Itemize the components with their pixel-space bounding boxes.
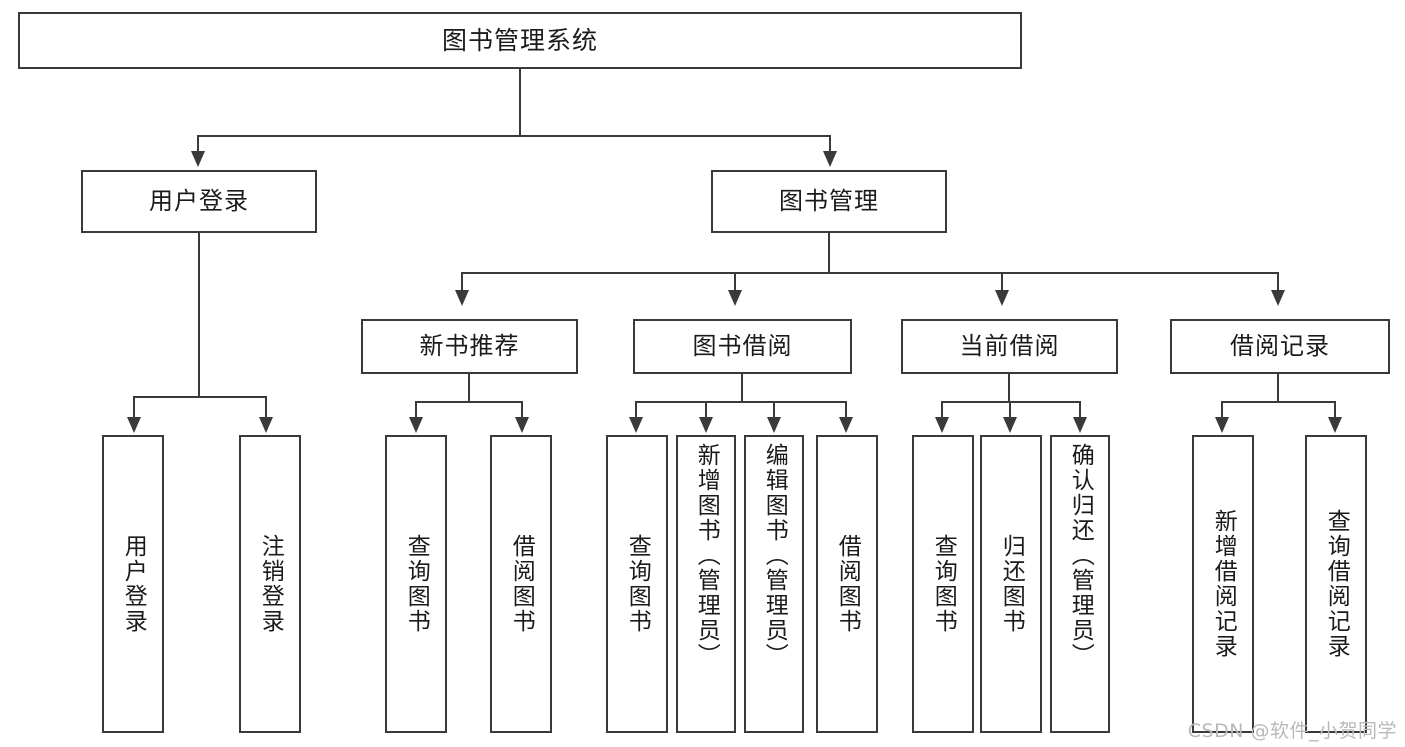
connector-root-to-user-login [197, 135, 199, 153]
node-borrow-record[interactable]: 借阅记录 [1170, 319, 1390, 374]
connector-book-borrow-drop-3 [773, 401, 775, 419]
connector-borrow-record-stem [1277, 374, 1279, 403]
arrowhead-leaf-user-login [127, 417, 141, 433]
node-label: 编辑图书（管理员） [761, 443, 788, 668]
arrowhead-new-book-recommend [455, 290, 469, 306]
node-label: 确认归还（管理员） [1067, 443, 1094, 668]
node-label: 查询图书 [624, 534, 651, 634]
connector-new-book-drop-2 [521, 401, 523, 419]
node-leaf-query-book-3[interactable]: 查询图书 [912, 435, 974, 733]
connector-bm-to-new-book [461, 272, 463, 292]
node-current-borrow[interactable]: 当前借阅 [901, 319, 1118, 374]
connector-user-login-left-drop [133, 396, 135, 419]
arrowhead-leaf-query-book-3 [935, 417, 949, 433]
connector-borrow-record-drop-1 [1221, 401, 1223, 419]
connector-bm-to-book-borrow [734, 272, 736, 292]
arrowhead-leaf-query-book-2 [629, 417, 643, 433]
arrowhead-borrow-record [1271, 290, 1285, 306]
node-new-book-recommend[interactable]: 新书推荐 [361, 319, 578, 374]
connector-root-to-book-management [829, 135, 831, 153]
connector-current-borrow-drop-1 [941, 401, 943, 419]
arrowhead-leaf-query-book-1 [409, 417, 423, 433]
arrowhead-leaf-edit-book [767, 417, 781, 433]
node-label: 用户登录 [120, 534, 147, 634]
node-label: 新增借阅记录 [1210, 509, 1237, 659]
arrowhead-leaf-add-record [1215, 417, 1229, 433]
connector-new-book-drop-1 [415, 401, 417, 419]
csdn-watermark: CSDN @软件_小贺同学 [1187, 720, 1397, 742]
connector-bm-to-borrow-record [1277, 272, 1279, 292]
node-user-login[interactable]: 用户登录 [81, 170, 317, 233]
node-book-management[interactable]: 图书管理 [711, 170, 947, 233]
node-label: 图书管理 [779, 187, 879, 216]
node-leaf-query-book-2[interactable]: 查询图书 [606, 435, 668, 733]
connector-borrow-record-bus [1221, 401, 1335, 403]
connector-new-book-stem [468, 374, 470, 403]
arrowhead-leaf-borrow-book-1 [515, 417, 529, 433]
connector-book-borrow-stem [741, 374, 743, 403]
node-leaf-borrow-book-2[interactable]: 借阅图书 [816, 435, 878, 733]
node-book-borrow[interactable]: 图书借阅 [633, 319, 852, 374]
connector-user-login-bus [133, 396, 267, 398]
connector-book-management-bus [461, 272, 1279, 274]
connector-bm-to-current-borrow [1001, 272, 1003, 292]
arrowhead-leaf-return-book [1003, 417, 1017, 433]
connector-root-stem [519, 69, 521, 136]
node-leaf-return-book[interactable]: 归还图书 [980, 435, 1042, 733]
arrowhead-leaf-logout-login [259, 417, 273, 433]
node-label: 注销登录 [257, 534, 284, 634]
node-leaf-borrow-book-1[interactable]: 借阅图书 [490, 435, 552, 733]
arrowhead-book-management [823, 151, 837, 167]
connector-root-bus [197, 135, 831, 137]
node-leaf-query-record[interactable]: 查询借阅记录 [1305, 435, 1367, 733]
node-label: 图书借阅 [692, 332, 793, 361]
connector-current-borrow-drop-3 [1079, 401, 1081, 419]
node-label: 查询图书 [930, 534, 957, 634]
node-leaf-add-record[interactable]: 新增借阅记录 [1192, 435, 1254, 733]
node-leaf-confirm-return[interactable]: 确认归还（管理员） [1050, 435, 1110, 733]
node-book-management-system[interactable]: 图书管理系统 [18, 12, 1022, 69]
node-label: 借阅图书 [508, 534, 535, 634]
connector-book-management-stem [828, 233, 830, 274]
connector-book-borrow-drop-4 [845, 401, 847, 419]
node-label: 新书推荐 [419, 332, 520, 361]
node-label: 查询借阅记录 [1323, 509, 1350, 659]
node-label: 查询图书 [403, 534, 430, 634]
node-label: 新增图书（管理员） [693, 443, 720, 668]
arrowhead-current-borrow [995, 290, 1009, 306]
connector-borrow-record-drop-2 [1334, 401, 1336, 419]
arrowhead-leaf-query-record [1328, 417, 1342, 433]
node-label: 当前借阅 [959, 332, 1060, 361]
connector-book-borrow-drop-1 [635, 401, 637, 419]
node-leaf-edit-book[interactable]: 编辑图书（管理员） [744, 435, 804, 733]
node-label: 图书管理系统 [441, 25, 598, 55]
connector-book-borrow-bus [635, 401, 847, 403]
connector-new-book-bus [415, 401, 522, 403]
node-label: 用户登录 [149, 187, 249, 216]
connector-current-borrow-drop-2 [1009, 401, 1011, 419]
node-leaf-logout-login[interactable]: 注销登录 [239, 435, 301, 733]
connector-current-borrow-bus [941, 401, 1081, 403]
connector-user-login-stem [198, 233, 200, 398]
arrowhead-user-login [191, 151, 205, 167]
connector-book-borrow-drop-2 [705, 401, 707, 419]
node-leaf-add-book[interactable]: 新增图书（管理员） [676, 435, 736, 733]
arrowhead-book-borrow [728, 290, 742, 306]
node-label: 借阅记录 [1230, 332, 1330, 361]
connector-user-login-right-drop [265, 396, 267, 419]
node-label: 归还图书 [998, 534, 1025, 634]
node-label: 借阅图书 [834, 534, 861, 634]
node-leaf-query-book-1[interactable]: 查询图书 [385, 435, 447, 733]
arrowhead-leaf-add-book [699, 417, 713, 433]
connector-current-borrow-stem [1008, 374, 1010, 403]
node-leaf-user-login[interactable]: 用户登录 [102, 435, 164, 733]
arrowhead-leaf-confirm-return [1073, 417, 1087, 433]
arrowhead-leaf-borrow-book-2 [839, 417, 853, 433]
